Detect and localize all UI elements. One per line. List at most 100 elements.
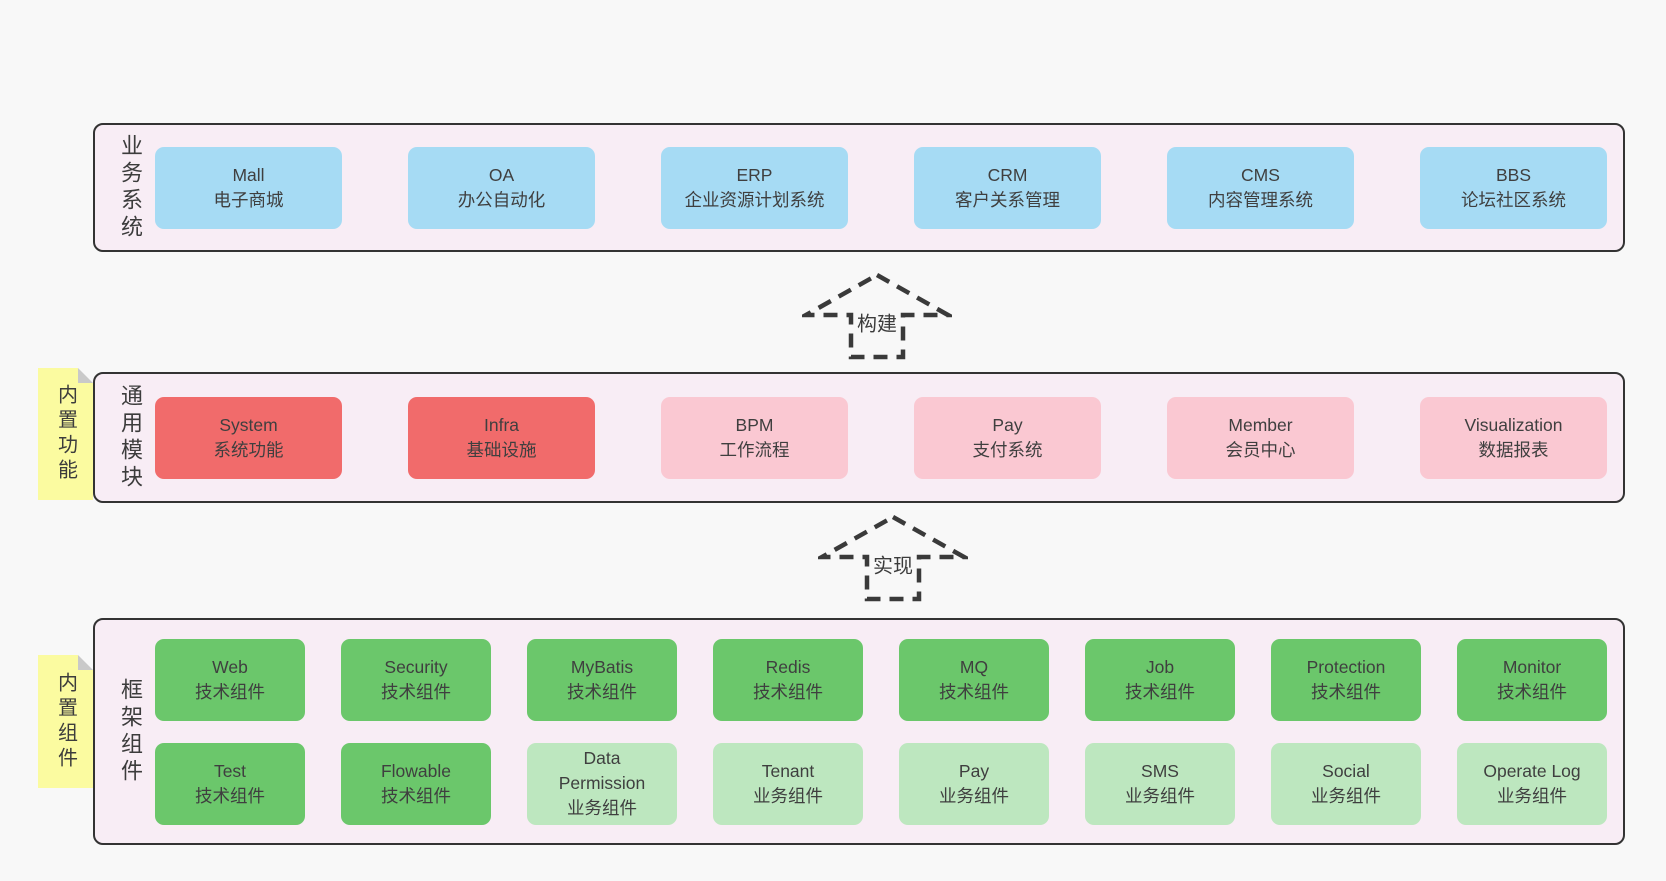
box-desc: 内容管理系统	[1208, 189, 1313, 210]
box-desc: 企业资源计划系统	[684, 189, 825, 210]
box-desc: 技术组件	[381, 681, 451, 702]
box-infra: Infra 基础设施	[408, 396, 595, 479]
box-desc: 支付系统	[972, 439, 1043, 460]
box-name: BBS	[1495, 164, 1532, 185]
box-desc: 客户关系管理	[955, 189, 1060, 210]
box-desc: 技术组件	[381, 785, 451, 806]
box-name: Infra	[483, 414, 520, 435]
box-desc: 业务组件	[1125, 785, 1195, 806]
box-visualization: Visualization 数据报表	[1420, 396, 1607, 479]
box-name: Pay	[958, 760, 990, 781]
box-member: Member 会员中心	[1167, 396, 1354, 479]
arrow-build: 构建	[802, 272, 952, 360]
box-job: Job 技术组件	[1085, 638, 1235, 721]
arrow-build-label: 构建	[854, 306, 900, 338]
business-systems-row: Mall 电子商城 OA 办公自动化 ERP 企业资源计划系统 CRM 客户关系…	[141, 146, 1623, 229]
layer-label-common-modules: 通用模块	[118, 383, 143, 492]
box-desc: 技术组件	[195, 681, 265, 702]
box-name: Mall	[232, 164, 265, 185]
box-redis: Redis 技术组件	[713, 638, 863, 721]
box-desc: 技术组件	[1497, 681, 1567, 702]
sticky-note-built-in-components: 内置组件	[38, 655, 93, 788]
box-name: System	[219, 414, 278, 435]
box-name: MQ	[959, 656, 989, 677]
box-oa: OA 办公自动化	[408, 146, 595, 229]
box-name: Member	[1228, 414, 1293, 435]
box-data-permission: Data Permission 业务组件	[527, 742, 677, 825]
box-desc: 技术组件	[567, 681, 637, 702]
dashed-up-arrow-icon	[818, 514, 968, 602]
box-name: Tenant	[761, 760, 815, 781]
sticky-note-text: 内置组件	[54, 671, 77, 772]
box-desc: 技术组件	[1311, 681, 1381, 702]
arrow-implement: 实现	[818, 514, 968, 602]
box-desc: 数据报表	[1478, 439, 1549, 460]
box-bbs: BBS 论坛社区系统	[1420, 146, 1607, 229]
framework-components-row-1: Web 技术组件 Security 技术组件 MyBatis 技术组件 Redi…	[155, 638, 1607, 721]
box-name: Web	[212, 656, 248, 677]
sticky-note-built-in-features: 内置功能	[38, 368, 93, 500]
box-desc: 技术组件	[939, 681, 1009, 702]
box-desc: 工作流程	[719, 439, 790, 460]
layer-business-systems: 业务系统 Mall 电子商城 OA 办公自动化 ERP 企业资源计划系统 CRM…	[93, 123, 1625, 252]
box-desc: 系统功能	[213, 439, 284, 460]
box-desc: 业务组件	[567, 798, 637, 818]
box-name: MyBatis	[570, 656, 634, 677]
dashed-up-arrow-icon	[802, 272, 952, 360]
box-name: Social	[1322, 760, 1370, 781]
box-name: BPM	[735, 414, 774, 435]
box-name: SMS	[1141, 760, 1179, 781]
box-desc: 业务组件	[1311, 785, 1381, 806]
box-erp: ERP 企业资源计划系统	[661, 146, 848, 229]
box-desc: 办公自动化	[457, 189, 546, 210]
box-bpm: BPM 工作流程	[661, 396, 848, 479]
box-desc: 论坛社区系统	[1461, 189, 1566, 210]
layer-framework-components: 框架组件 Web 技术组件 Security 技术组件 MyBatis 技术组件…	[93, 618, 1625, 845]
box-cms: CMS 内容管理系统	[1167, 146, 1354, 229]
framework-components-row-2: Test 技术组件 Flowable 技术组件 Data Permission …	[155, 742, 1607, 825]
layer-label-framework-components: 框架组件	[118, 677, 143, 786]
box-desc: 业务组件	[939, 785, 1009, 806]
layer-common-modules: 通用模块 System 系统功能 Infra 基础设施 BPM 工作流程 Pay…	[93, 372, 1625, 503]
box-desc: 业务组件	[753, 785, 823, 806]
box-mall: Mall 电子商城	[155, 146, 342, 229]
box-name: Pay	[992, 414, 1023, 435]
arrow-implement-label: 实现	[870, 548, 916, 580]
box-security: Security 技术组件	[341, 638, 491, 721]
box-desc: 基础设施	[466, 439, 537, 460]
box-name: Test	[213, 760, 247, 781]
box-name: Security	[384, 656, 448, 677]
box-name: ERP	[736, 164, 773, 185]
box-name: Flowable	[380, 760, 452, 781]
box-name: CMS	[1241, 164, 1280, 185]
box-sms: SMS 业务组件	[1085, 742, 1235, 825]
box-social: Social 业务组件	[1271, 742, 1421, 825]
box-protection: Protection 技术组件	[1271, 638, 1421, 721]
box-desc: 技术组件	[1125, 681, 1195, 702]
box-desc: 技术组件	[753, 681, 823, 702]
box-system: System 系统功能	[155, 396, 342, 479]
box-name: Operate Log	[1483, 760, 1581, 781]
layer-label-business-systems: 业务系统	[118, 133, 143, 242]
box-operate-log: Operate Log 业务组件	[1457, 742, 1607, 825]
box-desc: 电子商城	[213, 189, 284, 210]
box-name: Job	[1145, 656, 1175, 677]
box-pay-component: Pay 业务组件	[899, 742, 1049, 825]
box-crm: CRM 客户关系管理	[914, 146, 1101, 229]
box-name: Visualization	[1464, 414, 1563, 435]
box-mybatis: MyBatis 技术组件	[527, 638, 677, 721]
box-mq: MQ 技术组件	[899, 638, 1049, 721]
box-pay-module: Pay 支付系统	[914, 396, 1101, 479]
box-name: Data Permission	[558, 748, 646, 793]
box-name: Redis	[765, 656, 811, 677]
sticky-note-text: 内置功能	[54, 384, 77, 484]
box-name: Monitor	[1502, 656, 1562, 677]
box-desc: 技术组件	[195, 785, 265, 806]
box-web: Web 技术组件	[155, 638, 305, 721]
box-desc: 业务组件	[1497, 785, 1567, 806]
box-tenant: Tenant 业务组件	[713, 742, 863, 825]
box-flowable: Flowable 技术组件	[341, 742, 491, 825]
box-name: Protection	[1306, 656, 1386, 677]
box-monitor: Monitor 技术组件	[1457, 638, 1607, 721]
